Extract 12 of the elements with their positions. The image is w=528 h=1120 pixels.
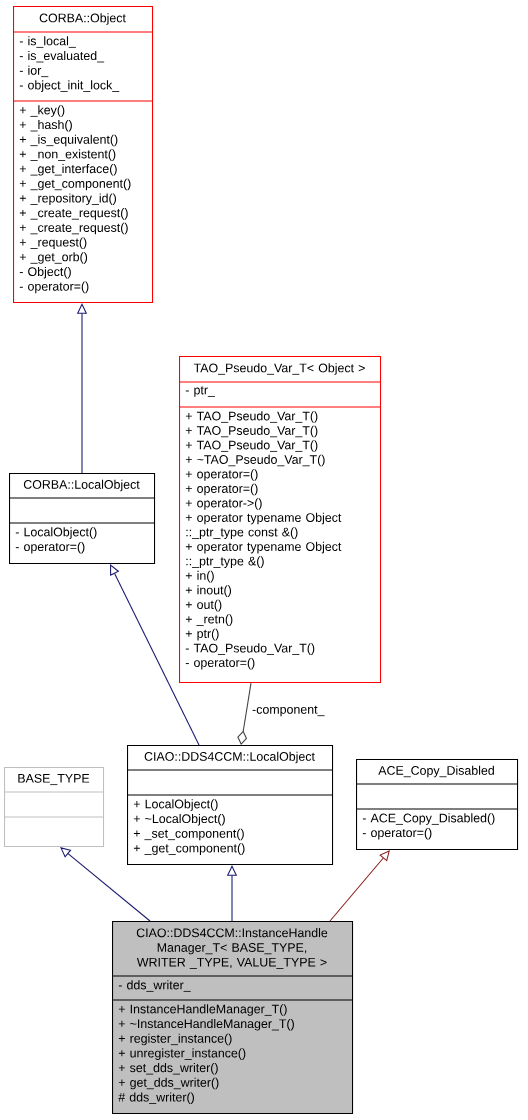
class-box: CORBA::LocalObject - LocalObject() - operator=(): [8, 473, 156, 565]
arrow: [60, 847, 151, 922]
edge-label: -component_: [250, 704, 326, 718]
arrow: [329, 850, 390, 922]
arrow: [237, 682, 252, 745]
class-box: ACE_Copy_Disabled - ACE_Copy_Disabled() - operator=(): [355, 759, 519, 851]
class-box: CIAO::DDS4CCM::LocalObject + LocalObject() + ~LocalObject() + _set_component() + _get_component(): [126, 745, 334, 866]
class-box: CIAO::DDS4CCM::InstanceHandle Manager_T< BASE_TYPE, WRITER _TYPE, VALUE_TYPE > - dds_writer_ + InstanceHandleManager_T() + ~InstanceHandleManager_T() + register_instance() + unregister_instance() + set_dds_writer() + get_dds_writer() # dds_writer(): [111, 921, 354, 1115]
class-box: CORBA::Object - is_local_ - is_evaluated_ - ior_ - object_init_lock_ + _key() + _hash() + _is_equivalent() + _non_existent() + _get_interface() + _get_component() + _repository_id() + _create_request() + _create_request() + _request() + _get_orb() - Object() - operator=(): [12, 6, 154, 304]
class-box: TAO_Pseudo_Var_T< Object > - ptr_ + TAO_Pseudo_Var_T() + TAO_Pseudo_Var_T() + TAO_Pseudo_Var_T() + ~TAO_Pseudo_Var_T() + operator=() + operator=() + operator->() + operator typename Object ::_ptr_type const &() + operator typename Object ::_ptr_type &() + in() + inout() + out() + _retn() + ptr() - TAO_Pseudo_Var_T() - operator=(): [178, 356, 382, 684]
class-box: BASE_TYPE: [3, 767, 105, 848]
arrow: [110, 564, 200, 746]
